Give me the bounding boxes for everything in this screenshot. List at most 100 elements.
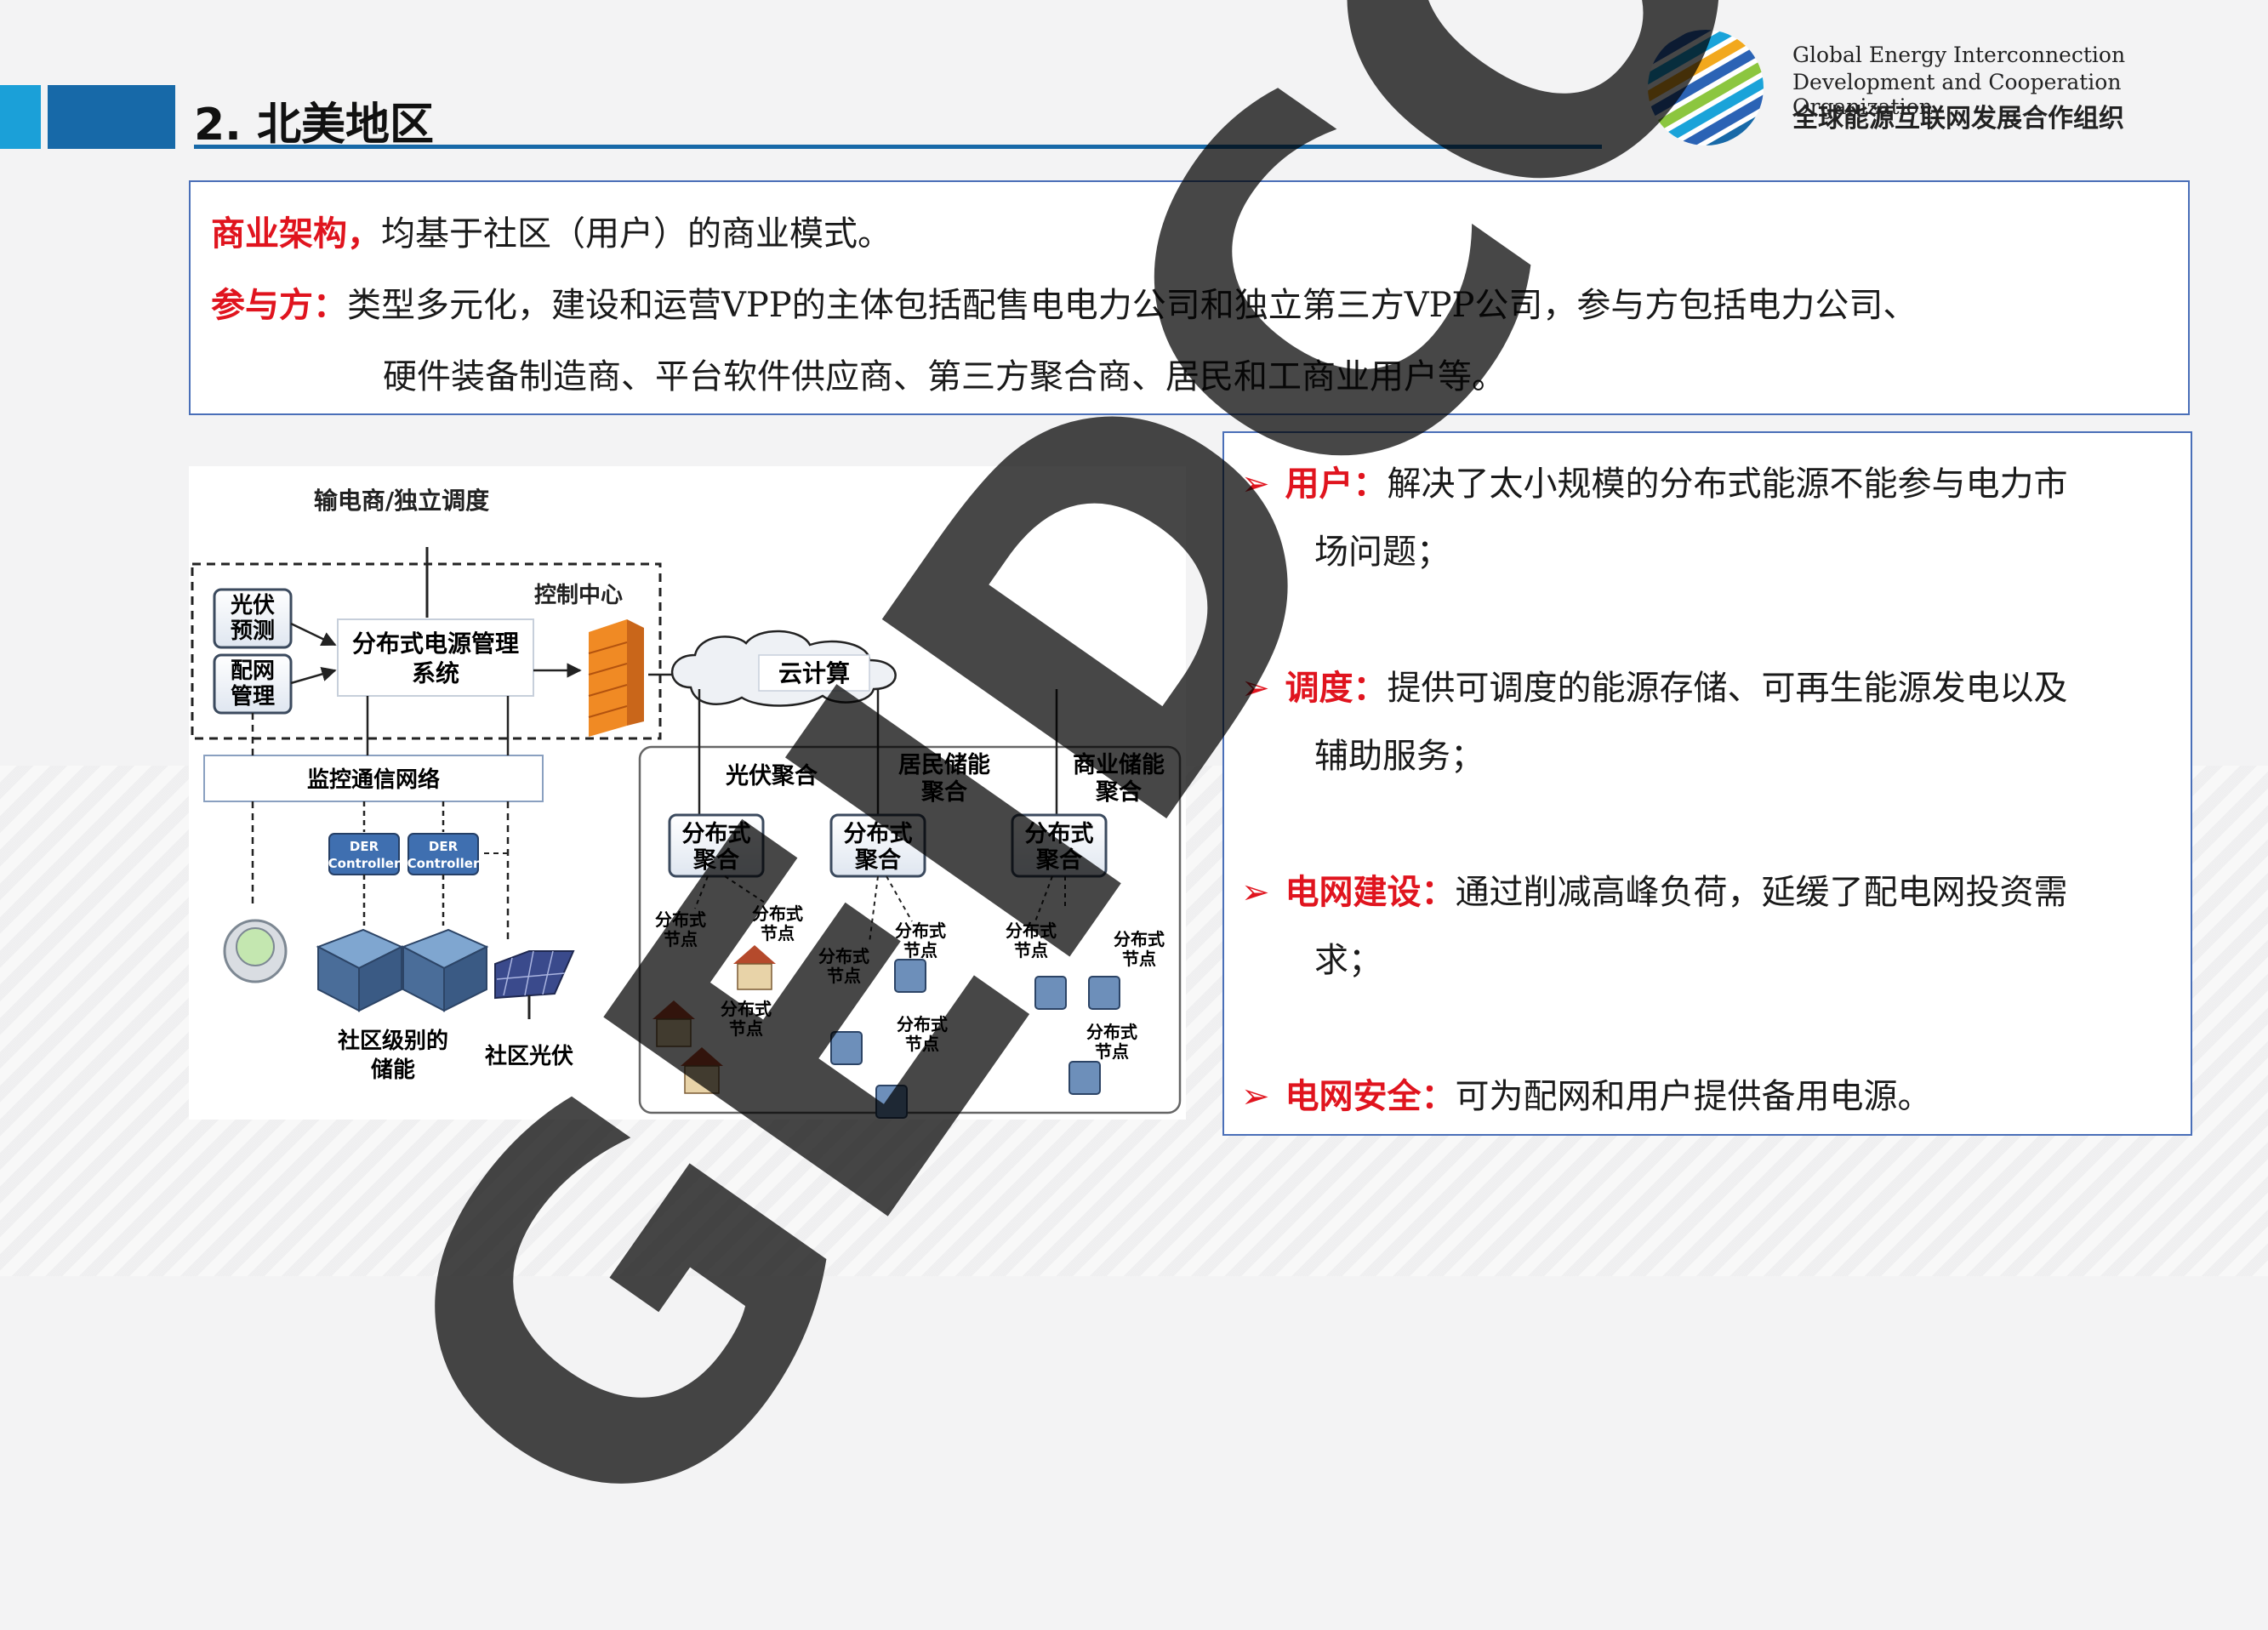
node-3a: 分布式	[818, 946, 869, 966]
der-controller-1-label-1: DER	[350, 839, 379, 854]
res-storage-label-2: 聚合	[920, 778, 967, 806]
dist-agg-2-label-2: 聚合	[854, 846, 901, 874]
benefit-text: 提供可调度的能源存储、可再生能源发电以及	[1387, 669, 2068, 708]
node-battery-5	[1088, 976, 1120, 1010]
community-pv-label: 社区光伏	[485, 1043, 573, 1069]
node-7b: 节点	[1014, 940, 1048, 960]
arrow-bullet-icon: ➢	[1241, 873, 1270, 912]
der-controller-2: DER Controller	[407, 833, 480, 875]
pv-forecast-label-2: 预测	[231, 618, 275, 644]
derms-label-1: 分布式电源管理	[352, 630, 519, 658]
summary-text-business: 均基于社区（用户）的商业模式。	[381, 214, 892, 254]
dist-agg-3-label-2: 聚合	[1035, 846, 1082, 874]
benefit-item-grid-security: ➢ 电网安全：可为配网和用户提供备用电源。	[1241, 1063, 2173, 1131]
der-controller-2-label-2: Controller	[407, 856, 480, 871]
node-1a: 分布式	[655, 909, 706, 930]
node-1b: 节点	[664, 929, 698, 949]
node-5b: 节点	[903, 940, 937, 960]
benefit-text: 可为配网和用户提供备用电源。	[1455, 1077, 1932, 1116]
page-title: 2. 北美地区	[194, 100, 435, 151]
smart-meter-icon	[223, 919, 288, 983]
house-icon-3	[733, 945, 776, 990]
dist-agg-box-1: 分布式 聚合	[668, 813, 765, 878]
house-icon-1	[652, 1000, 695, 1047]
dist-agg-1-label-2: 聚合	[692, 846, 739, 874]
node-4b: 节点	[729, 1018, 763, 1039]
cloud-label: 云计算	[778, 659, 850, 687]
node-8b: 节点	[1122, 949, 1156, 969]
pv-forecast-box	[213, 588, 293, 649]
node-7a: 分布式	[1006, 920, 1057, 941]
summary-box: 商业架构，均基于社区（用户）的商业模式。 参与方：类型多元化，建设和运营VPP的…	[189, 180, 2190, 415]
node-9a: 分布式	[1086, 1022, 1137, 1042]
dist-agg-3-label-1: 分布式	[1025, 821, 1094, 847]
title-underline	[194, 145, 1602, 149]
firewall-icon	[588, 619, 644, 737]
arrow-bullet-icon: ➢	[1241, 669, 1270, 708]
benefit-label: 电网建设：	[1285, 872, 1456, 912]
benefit-text: 通过削减高峰负荷，延缓了配电网投资需	[1455, 873, 2068, 912]
dist-agg-box-2: 分布式 聚合	[829, 813, 926, 878]
monitor-network-box	[203, 755, 544, 802]
label-transmission: 输电商/独立调度	[314, 487, 489, 515]
node-2b: 节点	[761, 923, 795, 943]
battery-icon-1	[316, 928, 404, 1012]
community-storage-label-2: 储能	[371, 1057, 415, 1083]
node-battery-6	[1068, 1061, 1101, 1095]
node-8a: 分布式	[1114, 929, 1165, 949]
summary-label-participants: 参与方：	[211, 285, 347, 325]
summary-line-participants-cont: 硬件装备制造商、平台软件供应商、第三方聚合商、居民和工商业用户等。	[383, 357, 1506, 396]
derms-label-2: 系统	[412, 659, 459, 687]
arrow-bullet-icon: ➢	[1241, 464, 1270, 504]
summary-label-business: 商业架构，	[211, 214, 381, 254]
monitor-network-label: 监控通信网络	[307, 767, 440, 793]
derms-box	[337, 618, 534, 697]
control-center-frame	[191, 562, 662, 740]
benefit-item-grid-construction: ➢ 电网建设：通过削减高峰负荷，延缓了配电网投资需 求；	[1241, 858, 2173, 995]
pv-agg-label: 光伏聚合	[725, 762, 818, 789]
org-name-en-line2: Development and Cooperation Organization	[1792, 70, 2122, 119]
community-storage-label-1: 社区级别的	[338, 1028, 448, 1054]
grid-mgmt-label-1: 配网	[231, 658, 275, 684]
benefit-label: 电网安全：	[1285, 1076, 1456, 1116]
solar-panel-icon	[494, 950, 575, 1019]
benefit-label: 用户：	[1285, 464, 1388, 504]
node-6b: 节点	[905, 1034, 939, 1054]
grid-mgmt-label-2: 管理	[231, 684, 275, 710]
node-battery-3	[894, 959, 926, 993]
dist-agg-box-3: 分布式 聚合	[1011, 813, 1108, 878]
com-storage-label-2: 聚合	[1095, 778, 1142, 806]
node-9b: 节点	[1095, 1041, 1129, 1062]
title-accent-light	[0, 85, 41, 149]
node-battery-4	[1034, 976, 1067, 1010]
org-logo	[1648, 30, 1764, 145]
res-storage-label-1: 居民储能	[898, 751, 990, 778]
der-controller-2-label-1: DER	[429, 839, 459, 854]
arrow-bullet-icon: ➢	[1241, 1077, 1270, 1116]
summary-line-business: 商业架构，均基于社区（用户）的商业模式。	[211, 206, 892, 255]
pv-forecast-label-1: 光伏	[230, 593, 275, 618]
node-5a: 分布式	[895, 920, 946, 941]
benefit-text-cont: 场问题；	[1314, 533, 1450, 572]
node-6a: 分布式	[897, 1014, 948, 1034]
benefit-text: 解决了太小规模的分布式能源不能参与电力市	[1387, 464, 2068, 504]
summary-text-participants: 类型多元化，建设和运营VPP的主体包括配售电电力公司和独立第三方VPP公司，参与…	[347, 286, 1918, 325]
com-storage-label-1: 商业储能	[1073, 751, 1165, 778]
vpp-architecture-diagram: 输电商/独立调度 控制中心 光伏 预测 配网 管理 分布式电源管理 系统 云计算…	[189, 466, 1186, 1120]
node-4a: 分布式	[721, 999, 772, 1019]
benefit-label: 调度：	[1285, 668, 1388, 708]
summary-line-participants: 参与方：类型多元化，建设和运营VPP的主体包括配售电电力公司和独立第三方VPP公…	[211, 277, 1917, 327]
der-controller-1-label-2: Controller	[328, 856, 401, 871]
dist-agg-1-label-1: 分布式	[682, 821, 751, 847]
org-name-en-line1: Global Energy Interconnection	[1792, 43, 2126, 67]
node-3b: 节点	[827, 966, 861, 986]
der-controller-1: DER Controller	[328, 833, 401, 875]
battery-icon-2	[401, 928, 489, 1012]
label-control-center: 控制中心	[534, 583, 623, 608]
node-battery-2	[875, 1085, 908, 1119]
node-2a: 分布式	[752, 903, 803, 924]
title-accent-dark	[48, 85, 175, 149]
benefit-text-cont: 求；	[1314, 941, 1382, 980]
benefit-item-dispatch: ➢调度：提供可调度的能源存储、可再生能源发电以及 辅助服务；	[1241, 654, 2173, 790]
benefits-box: ➢ 用户：解决了太小规模的分布式能源不能参与电力市 场问题； ➢ 调度：提供可调度的…	[1222, 431, 2192, 1136]
